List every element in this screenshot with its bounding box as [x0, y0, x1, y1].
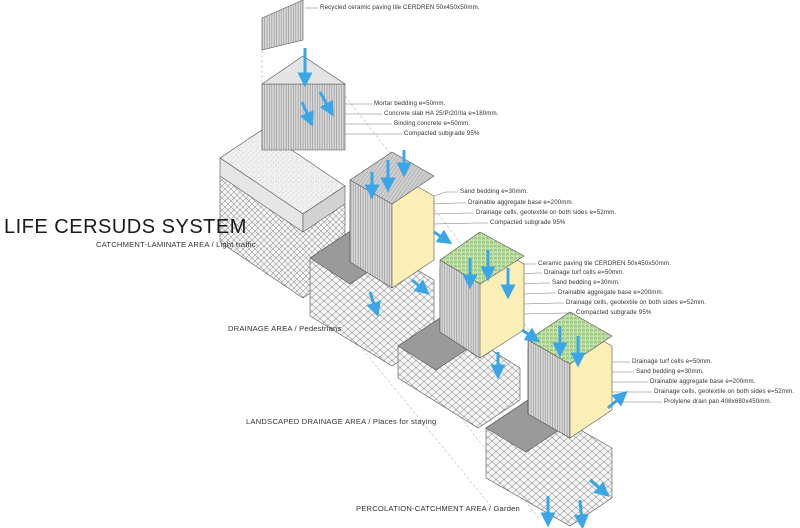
block-3-landscaped [397, 231, 525, 429]
area-label-catchment: CATCHMENT-LAMINATE AREA / Light traffic [96, 240, 256, 249]
label-b1-layer: Compacted subgrade 95% [404, 130, 480, 137]
label-b1-layer: Mortar bedding e=50mm. [374, 100, 446, 107]
label-b4-layer: Drainage cells, geotextile on both sides… [654, 388, 795, 395]
block-1-slab [261, 83, 346, 151]
area-label-drainage: DRAINAGE AREA / Pedestrians [228, 324, 342, 333]
label-b3-layer: Drainage turf cells e=50mm. [544, 269, 625, 276]
water-flow-arrows [297, 48, 628, 528]
label-b2-layer: Drainable aggregate base e=200mm. [468, 199, 574, 206]
label-b2-layer: Sand bedding e=30mm. [460, 188, 528, 195]
area-label-landscaped: LANDSCAPED DRAINAGE AREA / Places for st… [246, 417, 437, 426]
label-b1-top: Recycled ceramic paving tile CERDREN 50x… [320, 4, 480, 11]
label-b4-layer: Prolylene drain pan 408x680x450mm. [664, 398, 772, 405]
label-b4-layer: Drainage turf cells e=50mm. [632, 358, 713, 365]
label-b2-layer: Compacted subgrade 95% [490, 219, 566, 226]
block-4-percolation [485, 311, 613, 527]
area-label-percolation: PERCOLATION-CATCHMENT AREA / Garden [356, 504, 520, 513]
label-b3-layer: Drainable aggregate base e=200mm. [558, 289, 664, 296]
block-2-drainage [309, 151, 435, 367]
label-b3-layer: Compacted subgrade 95% [576, 309, 652, 316]
label-b4-layer: Sand bedding e=30mm. [636, 368, 704, 375]
label-b3-layer: Sand bedding e=30mm. [552, 279, 620, 286]
diagram-title: LIFE CERSUDS SYSTEM [4, 216, 247, 238]
leader-lines [305, 7, 662, 403]
label-b3-layer: Drainage cells, geotextile on both sides… [566, 299, 707, 306]
label-b3-layer: Ceramic paving tile CERDREN 50x450x50mm. [538, 260, 671, 267]
label-b1-layer: Concrete slab HA 25/P/20/IIa e=180mm. [384, 110, 499, 117]
block-1-tile [261, 0, 304, 51]
label-b2-layer: Drainage cells, geotextile on both sides… [476, 209, 617, 216]
label-b1-layer: Binding concrete e=50mm. [394, 120, 471, 127]
label-b4-layer: Drainable aggregate base e=200mm. [650, 378, 756, 385]
